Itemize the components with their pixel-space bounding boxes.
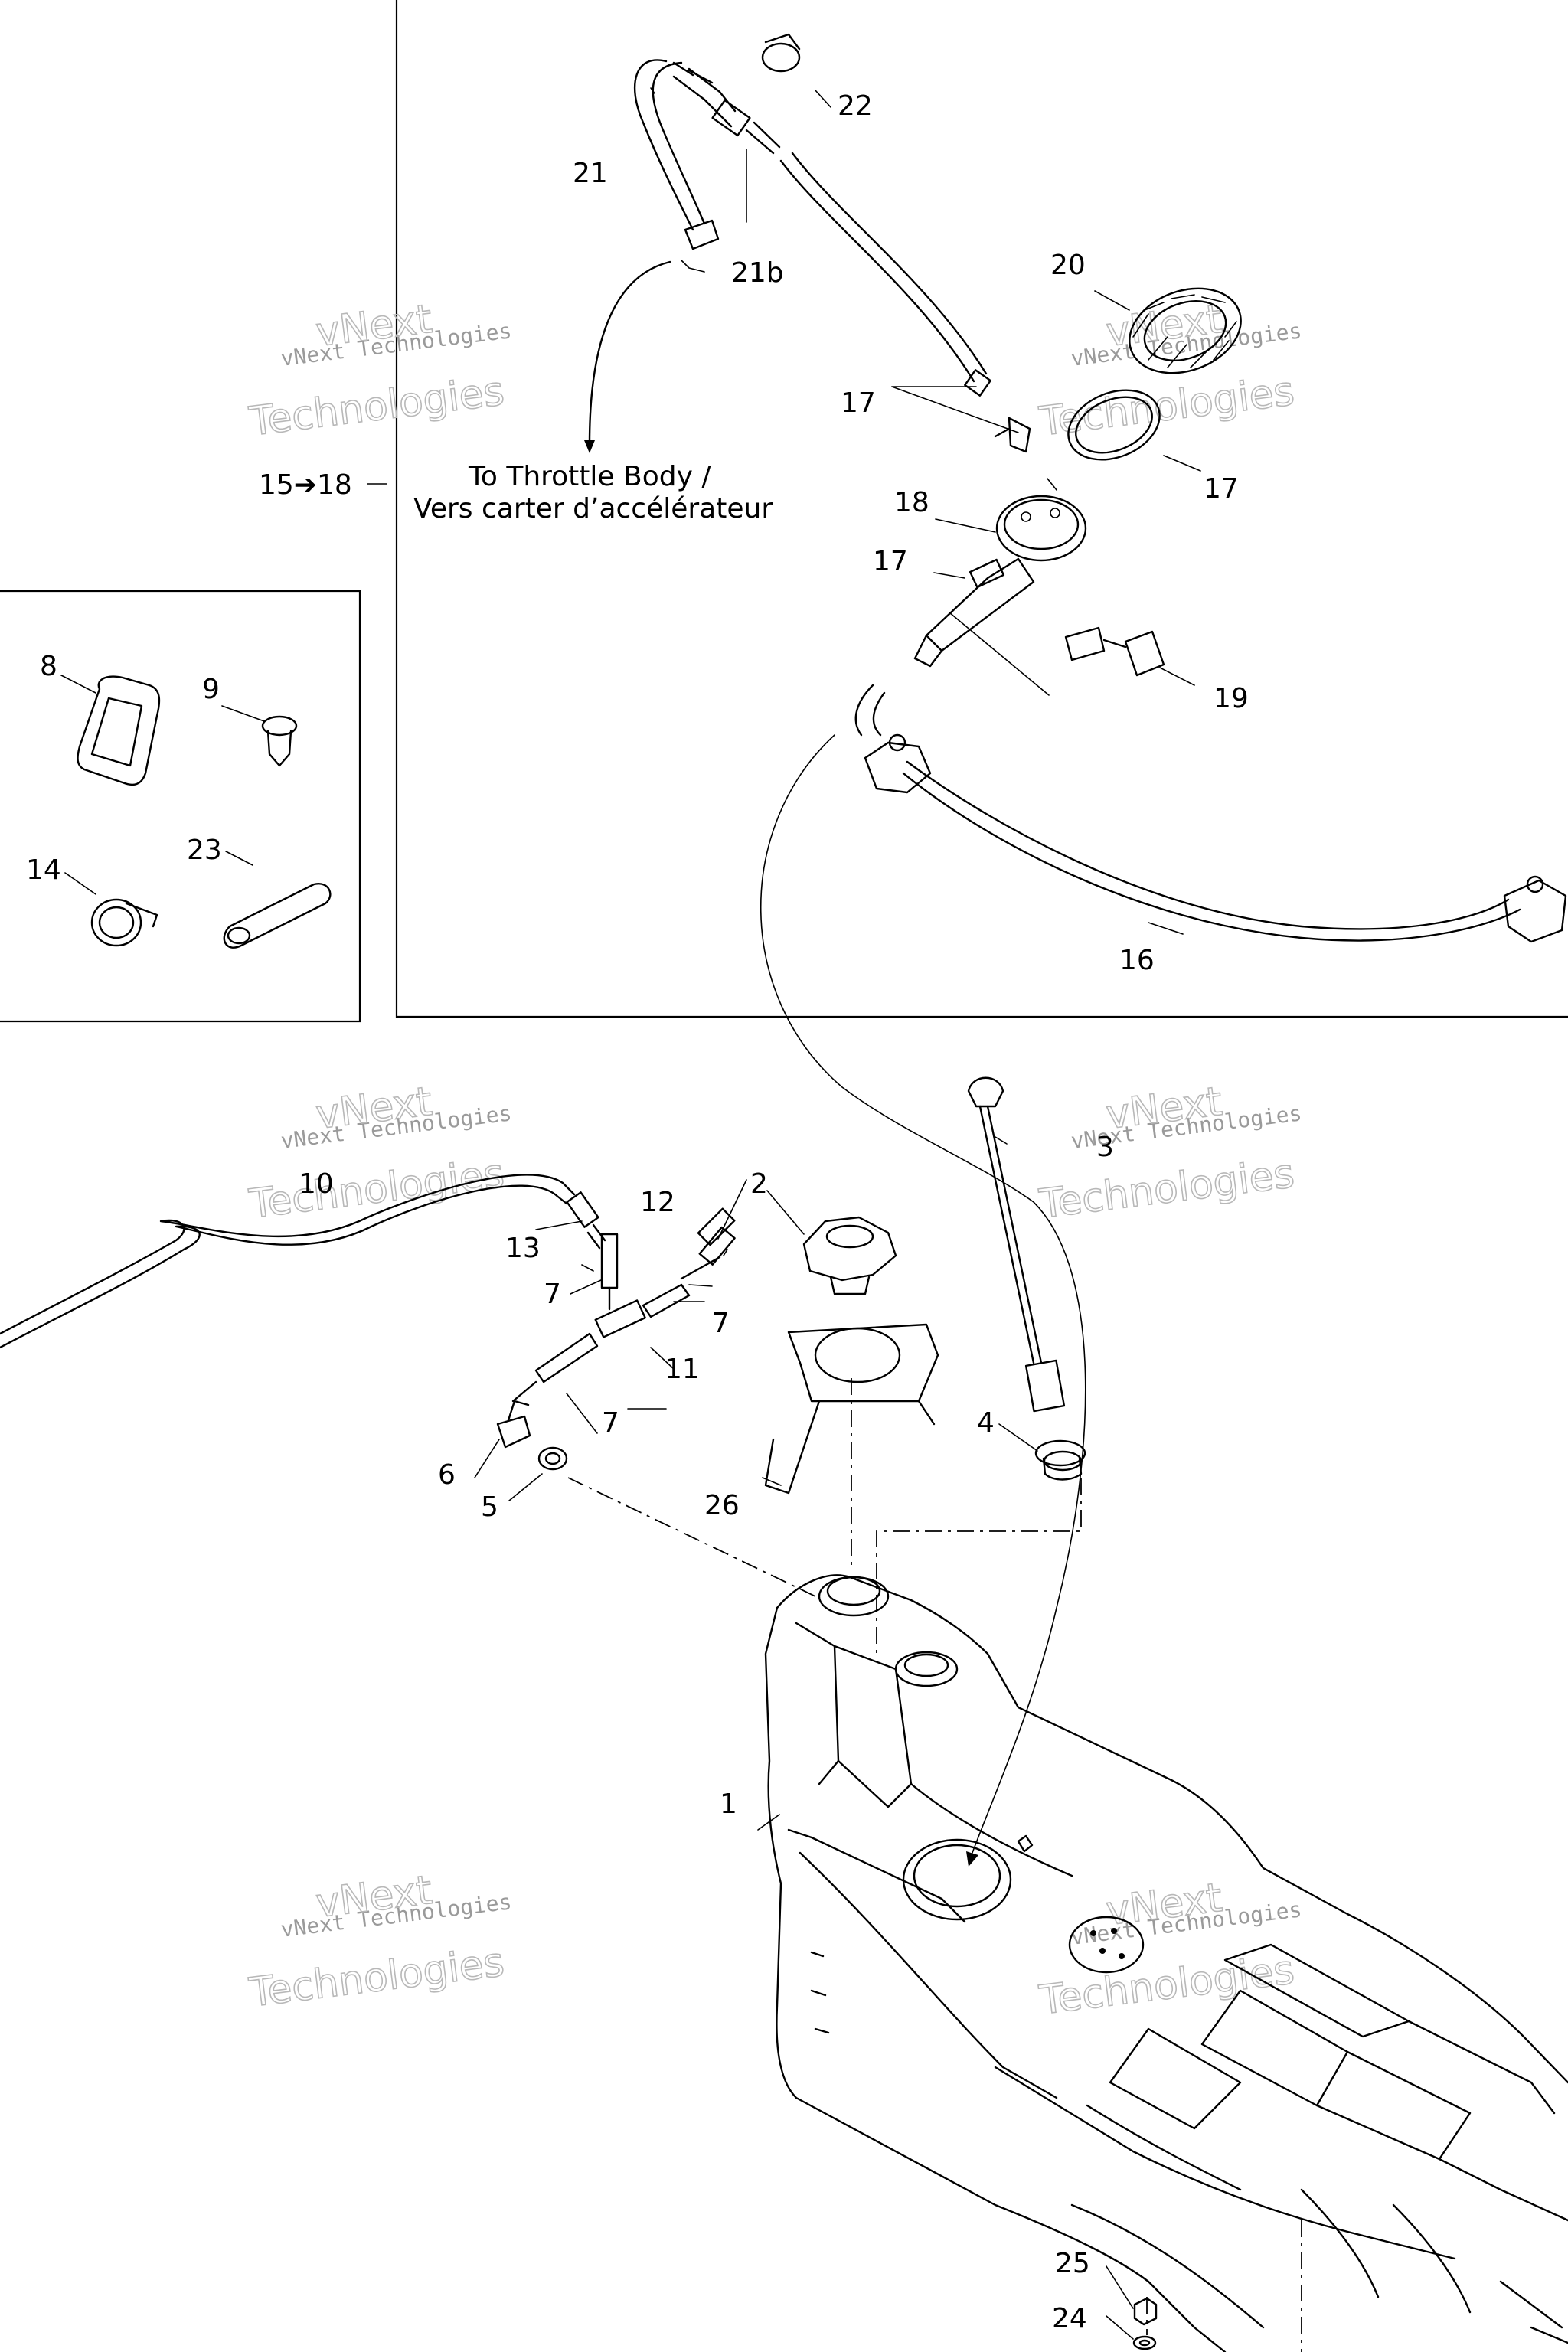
gauge-3 xyxy=(967,1076,1066,1413)
label-part-7-c: 7 xyxy=(602,1407,619,1439)
svg-text:Technologies: Technologies xyxy=(247,1151,507,1227)
vent-fittings-7-11-13 xyxy=(511,1191,736,1403)
leader-lines-inset xyxy=(60,675,265,895)
lock-ring-20 xyxy=(1129,287,1242,374)
svg-text:Technologies: Technologies xyxy=(247,1939,507,2016)
connector-17-top xyxy=(994,416,1031,453)
label-part-3: 3 xyxy=(1096,1132,1114,1163)
push-rivet-9 xyxy=(261,715,298,767)
part-labels: 22 21 21b 20 17 17 18 17 19 16 8 9 14 23… xyxy=(26,90,1249,2334)
throttle-note-line-2: Vers carter d’accélérateur xyxy=(413,493,773,524)
svg-text:Technologies: Technologies xyxy=(1037,1947,1297,2024)
leader-lines-pump xyxy=(367,87,1201,935)
label-part-10: 10 xyxy=(299,1168,334,1200)
clamp-14 xyxy=(90,898,158,947)
throttle-note-line-1: To Throttle Body / xyxy=(468,461,711,492)
fuel-cap-2 xyxy=(802,1216,897,1295)
watermark-5: vNext Technologies vNext Technologies xyxy=(246,1867,513,2017)
routing-arrow-to-throttle xyxy=(584,260,671,453)
watermark-1: vNext Technologies vNext Technologies xyxy=(246,296,513,446)
label-part-11: 11 xyxy=(665,1354,700,1385)
label-part-17-b: 17 xyxy=(1204,473,1239,505)
label-part-21: 21 xyxy=(573,158,608,189)
pump-routing-curve xyxy=(760,734,1086,1867)
label-part-7-a: 7 xyxy=(544,1279,561,1310)
sleeve-23 xyxy=(223,883,332,949)
sender-19 xyxy=(1064,626,1165,677)
washer-24 xyxy=(1132,2335,1157,2350)
label-part-23: 23 xyxy=(187,835,222,866)
label-part-18: 18 xyxy=(894,487,929,518)
label-part-14: 14 xyxy=(26,854,61,886)
grommet-5 xyxy=(537,1446,568,1471)
check-valve-12 xyxy=(698,1226,736,1266)
watermark-4: vNext Technologies vNext Technologies xyxy=(1036,1078,1303,1228)
leader-lines-lower xyxy=(474,1136,1134,2340)
notes: 15➔18 To Throttle Body / Vers carter d’a… xyxy=(259,461,773,524)
clamp-22 xyxy=(761,33,801,73)
label-part-13: 13 xyxy=(505,1233,541,1264)
label-part-1: 1 xyxy=(720,1788,737,1820)
label-part-26: 26 xyxy=(704,1490,740,1521)
label-part-4: 4 xyxy=(977,1407,995,1439)
clip-8 xyxy=(77,675,161,786)
pump-assembly-frame xyxy=(395,0,1568,1018)
label-part-9: 9 xyxy=(202,674,220,705)
hose-16-upper xyxy=(779,152,991,397)
accessories-inset-frame xyxy=(0,590,361,1023)
bracket-26 xyxy=(764,1323,939,1494)
fuel-pump-18 xyxy=(913,495,1087,668)
label-part-20: 20 xyxy=(1050,250,1086,281)
pick-up-assembly xyxy=(854,684,932,794)
label-part-25: 25 xyxy=(1055,2248,1090,2279)
label-part-22: 22 xyxy=(838,90,873,122)
label-part-2: 2 xyxy=(750,1168,768,1200)
watermark-6: vNext Technologies vNext Technologies xyxy=(1036,1874,1303,2024)
label-part-12: 12 xyxy=(640,1187,675,1218)
label-part-24: 24 xyxy=(1052,2303,1087,2334)
svg-text:Technologies: Technologies xyxy=(247,368,507,445)
svg-text:Technologies: Technologies xyxy=(1037,1151,1297,1227)
fuel-tank-1 xyxy=(764,1574,1568,2352)
watermark-3: vNext Technologies vNext Technologies xyxy=(246,1078,513,1228)
vent-hose-10 xyxy=(0,1174,576,1349)
label-part-17-c: 17 xyxy=(873,546,908,577)
watermark-2: vNext Technologies vNext Technologies xyxy=(1036,296,1303,446)
label-part-21b: 21b xyxy=(731,257,784,289)
label-part-17-a: 17 xyxy=(841,387,876,419)
label-part-19: 19 xyxy=(1214,683,1249,714)
hose-16 xyxy=(902,760,1567,943)
range-note-15-18: 15➔18 xyxy=(259,469,352,501)
label-part-7-b: 7 xyxy=(712,1308,730,1339)
dashed-assembly-lines xyxy=(567,1378,1302,2352)
hose-21 xyxy=(633,59,720,250)
stud-25 xyxy=(1133,2297,1158,2326)
label-part-6: 6 xyxy=(438,1459,456,1491)
filter-21b xyxy=(672,67,781,155)
gasket-17 xyxy=(1067,389,1161,461)
label-part-8: 8 xyxy=(40,651,57,682)
label-part-16: 16 xyxy=(1119,945,1155,976)
label-part-5: 5 xyxy=(481,1491,498,1523)
fitting-6 xyxy=(496,1400,531,1449)
grommet-4 xyxy=(1034,1439,1086,1481)
